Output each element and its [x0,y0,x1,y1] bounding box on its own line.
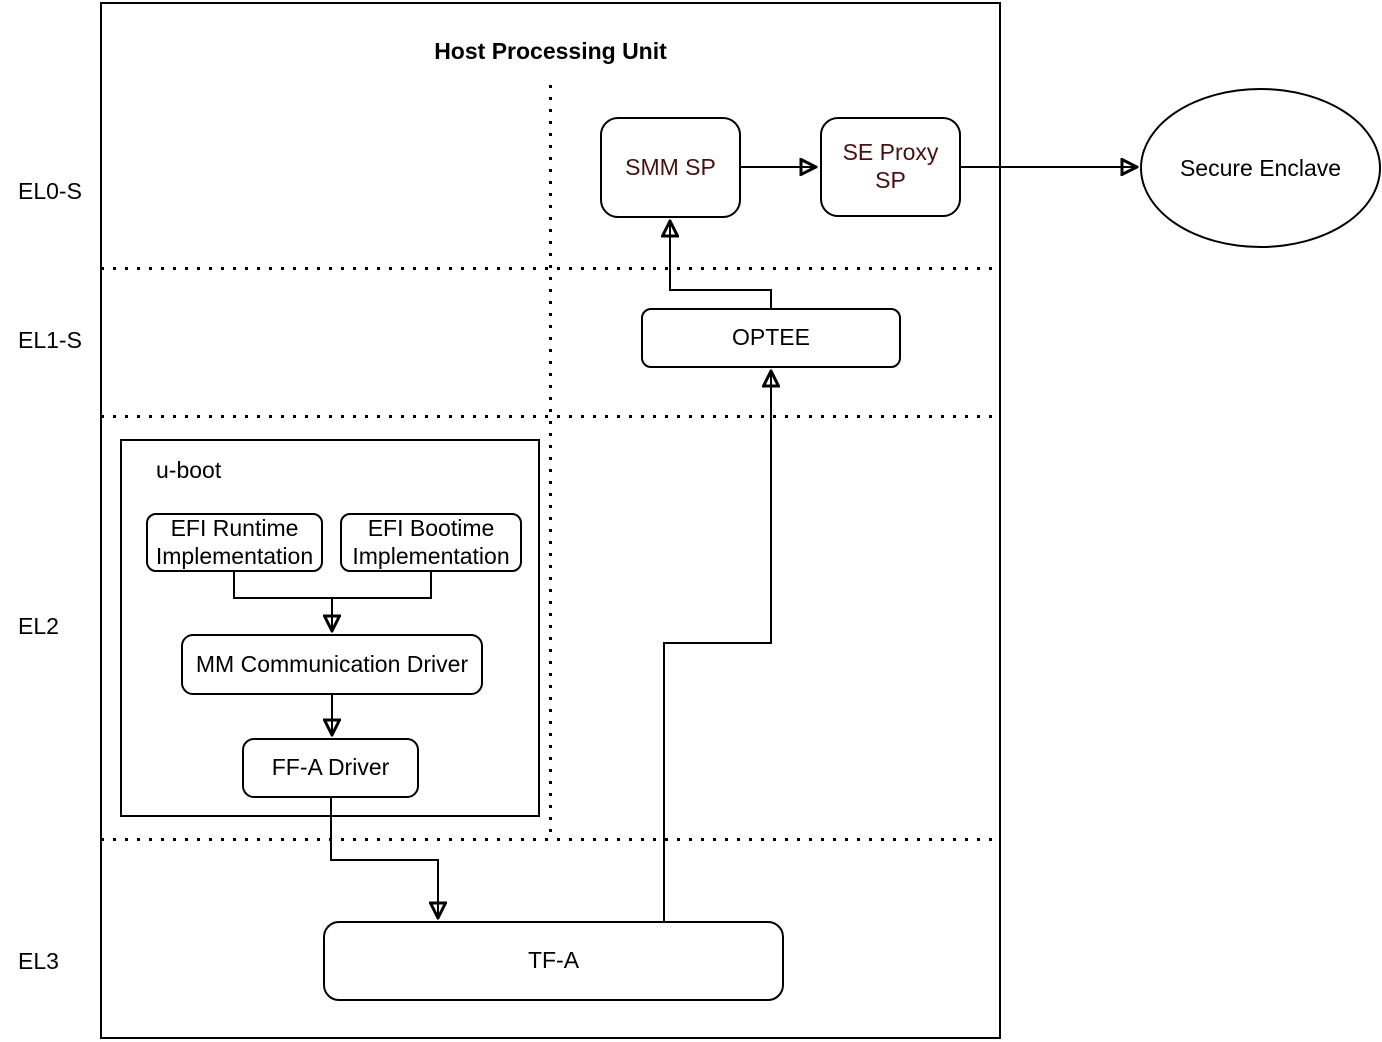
node-smm-sp: SMM SP [600,117,741,218]
diagram-title: Host Processing Unit [434,38,667,64]
node-efi-bootime-implementation: EFI Bootime Implementation [340,513,522,572]
node-ffa-driver: FF-A Driver [242,738,419,798]
row-label-el1-s: EL1-S [18,327,82,353]
row-label-el3: EL3 [18,948,59,974]
host-processing-unit-frame [100,2,1001,1039]
node-tfa: TF-A [323,921,784,1001]
divider-vertical [549,85,552,840]
node-mm-communication-driver: MM Communication Driver [181,634,483,695]
node-se-proxy-sp: SE Proxy SP [820,117,961,217]
row-label-el0-s: EL0-S [18,178,82,204]
node-secure-enclave: Secure Enclave [1140,88,1381,248]
node-efi-runtime-implementation: EFI Runtime Implementation [146,513,323,572]
node-optee: OPTEE [641,308,901,368]
row-label-el2: EL2 [18,613,59,639]
u-boot-label: u-boot [156,457,222,483]
